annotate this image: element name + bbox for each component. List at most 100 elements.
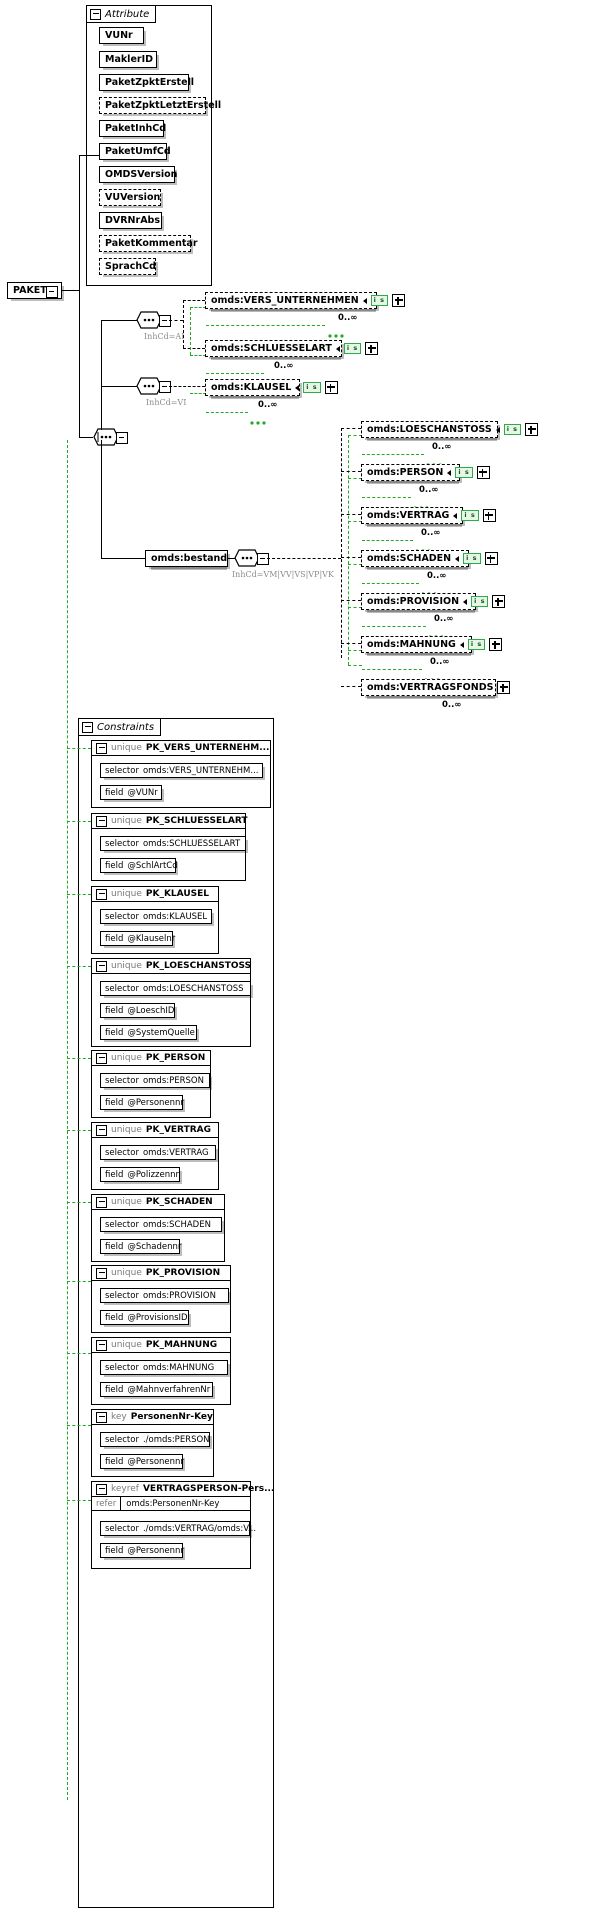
attribute-maklerid[interactable]: MaklerID: [99, 51, 157, 68]
element-schluesselart[interactable]: omds:SCHLUESSELART i s: [205, 340, 379, 357]
sequence-collapse-icon-ai[interactable]: [159, 315, 171, 327]
constraint-header-vertragsperson-keyref[interactable]: keyref VERTRAGSPERSON-Pers...: [91, 1481, 274, 1497]
collapse-icon[interactable]: [96, 815, 107, 827]
constraint-field[interactable]: field @LoeschID: [100, 1003, 175, 1018]
constraint-field[interactable]: field @Schadennr: [100, 1239, 181, 1254]
expand-icon[interactable]: [489, 638, 503, 651]
constraint-selector[interactable]: selector omds:LOESCHANSTOSS: [100, 981, 251, 996]
constraint-field[interactable]: field @Klauselnr: [100, 931, 175, 946]
expand-icon[interactable]: [365, 342, 379, 355]
attribute-vuversion[interactable]: VUVersion: [99, 189, 161, 206]
expand-icon[interactable]: [492, 595, 506, 608]
element-provision[interactable]: omds:PROVISION i s: [361, 593, 506, 610]
attribute-paketzpkterstell[interactable]: PaketZpktErstell: [99, 74, 194, 91]
element-loeschanstoss[interactable]: omds:LOESCHANSTOSS i s: [361, 421, 539, 438]
constraint-selector[interactable]: selector omds:SCHLUESSELART: [100, 836, 246, 851]
constraint-field[interactable]: field @SchlArtCd: [100, 858, 178, 873]
constraint-header-pk-schluesselart[interactable]: unique PK_SCHLUESSELART: [91, 813, 248, 829]
sequence-connector-ai[interactable]: [136, 311, 162, 329]
constraint-header-pk-loeschanstoss[interactable]: unique PK_LOESCHANSTOSS: [91, 958, 251, 974]
constraint-selector[interactable]: selector omds:PERSON: [100, 1073, 210, 1088]
collapse-icon[interactable]: [96, 1196, 107, 1208]
attribute-paketumfcd[interactable]: PaketUmfCd: [99, 143, 171, 160]
constraint-field[interactable]: field @MahnverfahrenNr: [100, 1382, 213, 1397]
attribute-dvrnrabs[interactable]: DVRNrAbs: [99, 212, 162, 229]
attribute-label: PaketZpktLetztErstell: [105, 99, 222, 111]
collapse-icon[interactable]: [96, 1483, 107, 1495]
sequence-connector-bestand[interactable]: [234, 549, 260, 567]
constraint-header-pk-vers-unternehmen[interactable]: unique PK_VERS_UNTERNEHM...: [91, 740, 271, 756]
constraint-field[interactable]: field @Personennr: [100, 1095, 184, 1110]
constraint-header-pk-provision[interactable]: unique PK_PROVISION: [91, 1265, 231, 1281]
expand-icon[interactable]: [497, 681, 511, 694]
constraint-header-personennr-key[interactable]: key PersonenNr-Key: [91, 1409, 214, 1425]
constraint-refer-row[interactable]: refer omds:PersonenNr-Key: [91, 1496, 251, 1511]
expand-icon[interactable]: [476, 466, 490, 479]
constraint-field[interactable]: field @VUNr: [100, 785, 162, 800]
collapse-icon[interactable]: [96, 1339, 107, 1351]
expand-icon[interactable]: [324, 381, 338, 394]
collapse-icon[interactable]: [96, 960, 107, 972]
constraint-header-pk-person[interactable]: unique PK_PERSON: [91, 1050, 211, 1066]
attribute-vunr[interactable]: VUNr: [99, 27, 144, 44]
constraint-name: PK_VERS_UNTERNEHM...: [145, 743, 270, 753]
root-element-label: PAKET: [13, 284, 47, 296]
element-vertragsfonds[interactable]: omds:VERTRAGSFONDS: [361, 679, 511, 696]
choice-collapse-icon[interactable]: [116, 432, 128, 444]
constraint-header-pk-schaden[interactable]: unique PK_SCHADEN: [91, 1194, 225, 1210]
sequence-connector-vi[interactable]: [136, 377, 162, 395]
expand-icon[interactable]: [482, 509, 496, 522]
attribute-label: SprachCd: [105, 260, 156, 272]
attribute-paketkommentar[interactable]: PaketKommentar: [99, 235, 198, 252]
constraint-field[interactable]: field @ProvisionsID: [100, 1310, 189, 1325]
constraint-selector[interactable]: selector omds:PROVISION: [100, 1288, 229, 1303]
type-badge: i s: [503, 424, 522, 435]
element-vertrag[interactable]: omds:VERTRAG i s: [361, 507, 496, 524]
expand-icon[interactable]: [525, 423, 539, 436]
attribute-paketzpktletzterstell[interactable]: PaketZpktLetztErstell: [99, 97, 221, 114]
connector-line: [101, 386, 137, 388]
expand-icon[interactable]: [392, 294, 406, 307]
attribute-omdsversion[interactable]: OMDSVersion: [99, 166, 177, 183]
root-collapse-icon[interactable]: [46, 286, 58, 298]
expand-icon[interactable]: [484, 552, 498, 565]
constraint-selector[interactable]: selector omds:VERTRAG: [100, 1145, 216, 1160]
element-person[interactable]: omds:PERSON i s: [361, 464, 490, 481]
constraint-field[interactable]: field @SystemQuelle: [100, 1025, 197, 1040]
collapse-icon[interactable]: [82, 721, 93, 733]
collapse-icon[interactable]: [96, 1411, 107, 1423]
attribute-group-header[interactable]: Attribute: [86, 5, 157, 23]
constraint-field[interactable]: field @Personennr: [100, 1543, 184, 1558]
constraint-field[interactable]: field @Personennr: [100, 1454, 184, 1469]
constraint-field[interactable]: field @Polizzennr: [100, 1167, 180, 1182]
attribute-paketinhcd[interactable]: PaketInhCd: [99, 120, 166, 137]
constraint-selector[interactable]: selector omds:MAHNUNG: [100, 1360, 228, 1375]
sequence-collapse-icon-vi[interactable]: [159, 381, 171, 393]
sequence-collapse-icon-bestand[interactable]: [257, 553, 269, 565]
attribute-sprachcd[interactable]: SprachCd: [99, 258, 156, 275]
element-schaden[interactable]: omds:SCHADEN i s: [361, 550, 498, 567]
collapse-icon[interactable]: [90, 8, 101, 20]
constraints-group-header[interactable]: Constraints: [78, 718, 162, 736]
element-klausel[interactable]: omds:KLAUSEL i s: [205, 379, 338, 396]
constraint-selector[interactable]: selector omds:SCHADEN: [100, 1217, 222, 1232]
constraint-header-pk-vertrag[interactable]: unique PK_VERTRAG: [91, 1122, 219, 1138]
element-bestand[interactable]: omds:bestand: [145, 550, 228, 567]
constraint-selector[interactable]: selector omds:VERS_UNTERNEHM...: [100, 763, 263, 778]
constraint-selector[interactable]: selector omds:KLAUSEL: [100, 909, 212, 924]
connector-line: [206, 373, 264, 374]
constraint-header-pk-mahnung[interactable]: unique PK_MAHNUNG: [91, 1337, 231, 1353]
element-shadow: [151, 566, 227, 570]
element-mahnung[interactable]: omds:MAHNUNG i s: [361, 636, 503, 653]
collapse-icon[interactable]: [96, 1267, 107, 1279]
collapse-icon[interactable]: [96, 1052, 107, 1064]
collapse-icon[interactable]: [96, 888, 107, 900]
element-shadow: [367, 523, 462, 527]
constraint-header-pk-klausel[interactable]: unique PK_KLAUSEL: [91, 886, 219, 902]
collapse-icon[interactable]: [96, 1124, 107, 1136]
constraint-selector[interactable]: selector ./omds:PERSON: [100, 1432, 210, 1447]
element-vers-unternehmen[interactable]: omds:VERS_UNTERNEHMEN i s: [205, 292, 406, 309]
choice-connector[interactable]: [93, 428, 119, 446]
constraint-selector[interactable]: selector ./omds:VERTRAG/omds:V...: [100, 1521, 256, 1536]
collapse-icon[interactable]: [96, 742, 107, 754]
